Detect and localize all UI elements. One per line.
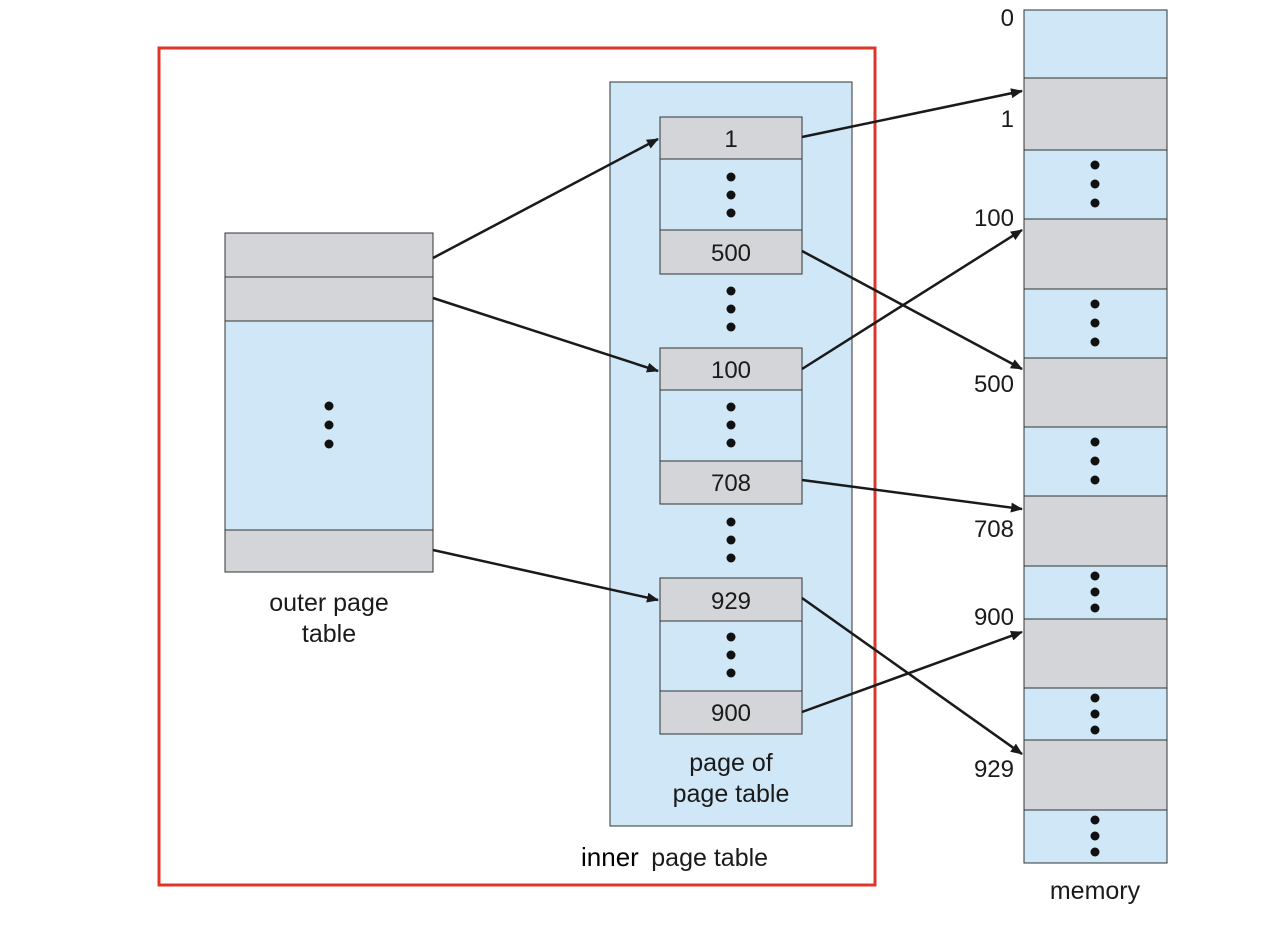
memory-address-label: 708 <box>974 516 1014 543</box>
memory-frame <box>1023 357 1168 428</box>
arrow-icon <box>432 137 659 260</box>
entry-label: 900 <box>711 700 751 727</box>
arrow-icon <box>801 630 1023 714</box>
vertical-ellipsis-icon <box>726 172 736 218</box>
outer-table-entry <box>224 276 434 322</box>
outer-table-region <box>224 320 434 531</box>
arrow-icon <box>432 296 659 373</box>
outer-page-table-caption-line1: outer page <box>269 589 389 617</box>
inner-page-table-label: inner page table <box>581 842 768 872</box>
memory: 0 1 100 500 708 900 929 memory <box>974 5 1168 905</box>
vertical-ellipsis-icon <box>1090 160 1100 208</box>
memory-frame <box>1023 218 1168 290</box>
vertical-ellipsis-icon <box>726 632 736 678</box>
vertical-ellipsis-icon <box>1090 693 1100 735</box>
vertical-ellipsis-icon <box>726 517 736 563</box>
arrow-icon <box>801 596 1023 756</box>
inner-table-entry <box>659 229 803 275</box>
vertical-ellipsis-icon <box>726 402 736 448</box>
arrow-icon <box>801 478 1023 513</box>
memory-address-label: 1 <box>1001 106 1014 133</box>
memory-address-label: 0 <box>1001 5 1014 32</box>
vertical-ellipsis-icon <box>1090 299 1100 347</box>
inner-label-rest: page table <box>651 844 768 872</box>
memory-address-label: 100 <box>974 205 1014 232</box>
memory-frame <box>1023 9 1168 79</box>
entry-label: 929 <box>711 588 751 615</box>
vertical-ellipsis-icon <box>1090 437 1100 485</box>
inner-label-bold: inner <box>581 842 639 872</box>
memory-address-label: 900 <box>974 604 1014 631</box>
memory-caption: memory <box>1050 877 1141 905</box>
vertical-ellipsis-icon <box>324 401 334 449</box>
memory-address-label: 929 <box>974 756 1014 783</box>
arrow-icon <box>801 249 1023 371</box>
vertical-ellipsis-icon <box>1090 571 1100 613</box>
inner-table-entry <box>659 460 803 505</box>
outer-page-table-caption-line2: table <box>302 620 356 648</box>
vertical-ellipsis-icon <box>1090 815 1100 857</box>
outer-table-entry <box>224 529 434 573</box>
inner-table-entry <box>659 577 803 622</box>
entry-label: 1 <box>724 126 737 153</box>
page-of-page-table: 1 500 100 708 929 900 page of page ta <box>609 81 853 827</box>
memory-frame <box>1023 739 1168 811</box>
entry-label: 708 <box>711 470 751 497</box>
inner-page-table-highlight-box <box>157 46 877 887</box>
inner-table-entry <box>659 347 803 391</box>
arrow-icon <box>432 548 659 603</box>
page-of-page-table-caption-line1: page of <box>689 749 772 777</box>
arrow-icon <box>801 88 1023 139</box>
memory-frame <box>1023 77 1168 151</box>
outer-page-table: outer page table <box>224 232 434 648</box>
memory-address-label: 500 <box>974 371 1014 398</box>
entry-label: 500 <box>711 240 751 267</box>
memory-frame <box>1023 618 1168 689</box>
vertical-ellipsis-icon <box>726 286 736 332</box>
arrow-icon <box>801 228 1023 371</box>
arrows <box>432 88 1023 756</box>
inner-table-entry <box>659 690 803 735</box>
inner-table-entry <box>659 116 803 160</box>
outer-table-entry <box>224 232 434 278</box>
page-of-page-table-caption-line2: page table <box>673 780 790 808</box>
memory-frame <box>1023 495 1168 567</box>
entry-label: 100 <box>711 357 751 384</box>
